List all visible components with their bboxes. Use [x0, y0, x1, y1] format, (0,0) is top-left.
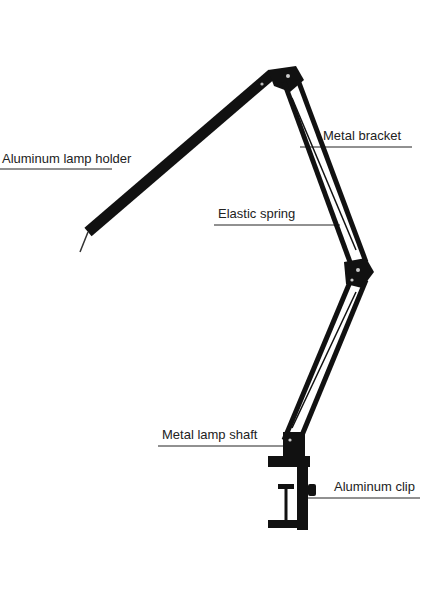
lower-arm [284, 282, 350, 440]
clip-knob [308, 484, 316, 496]
upper-arm [298, 80, 366, 262]
leader-line [304, 498, 420, 499]
leader-line [158, 446, 283, 447]
clip-back [297, 456, 308, 530]
part-label: Metal bracket [323, 128, 401, 144]
spring [292, 98, 356, 250]
part-label: Elastic spring [218, 206, 295, 222]
part-label: Metal lamp shaft [162, 427, 257, 443]
leader-line [300, 147, 412, 148]
lower-arm [300, 280, 366, 440]
lamp-shaft [283, 432, 305, 458]
clip-bottom [268, 520, 308, 528]
leader-line [214, 225, 340, 226]
part-label: Aluminum clip [334, 479, 415, 495]
leader-line [0, 169, 112, 170]
clip-screw [285, 486, 288, 520]
lamp-cable [80, 232, 88, 252]
upper-arm [284, 82, 350, 262]
part-label: Aluminum lamp holder [2, 151, 131, 167]
spring [292, 292, 356, 428]
